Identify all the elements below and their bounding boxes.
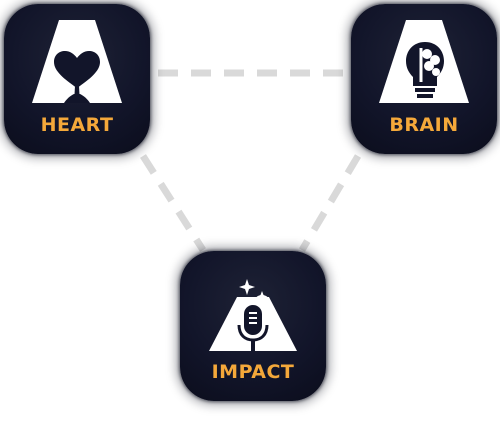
connector-brain-impact bbox=[298, 154, 362, 252]
node-label-heart: HEART bbox=[40, 114, 114, 136]
connector-heart-impact bbox=[140, 154, 206, 252]
node-label-brain: BRAIN bbox=[389, 114, 459, 136]
node-label-impact: IMPACT bbox=[211, 361, 295, 383]
sparkle-icon bbox=[239, 279, 268, 302]
impact-logo-mark bbox=[209, 279, 297, 351]
heart-icon bbox=[54, 51, 100, 103]
lightbulb-brain-icon bbox=[406, 42, 444, 98]
node-heart: HEART bbox=[4, 4, 150, 154]
microphone-icon bbox=[237, 305, 269, 351]
node-brain: BRAIN bbox=[351, 4, 497, 154]
node-impact: IMPACT bbox=[180, 251, 326, 401]
heart-logo-mark bbox=[32, 20, 122, 103]
brain-logo-mark bbox=[379, 20, 469, 103]
